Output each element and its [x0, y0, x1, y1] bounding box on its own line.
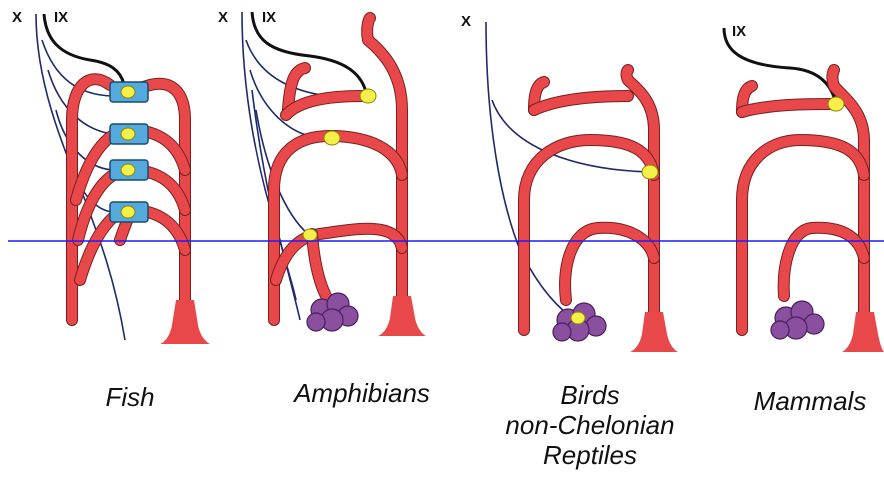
fish-panel: X IX: [12, 9, 210, 344]
mammals-caption: Mammals: [740, 386, 880, 416]
amphibian-heart: [378, 296, 426, 336]
bird-arteries: [524, 70, 654, 330]
caption-line: non-Chelonian: [480, 410, 700, 440]
fish-vagus-label: X: [12, 9, 22, 26]
fish-arteries: [72, 79, 185, 320]
amphibians-panel: X IX: [218, 9, 426, 336]
caption-line: Amphibians: [272, 378, 452, 408]
mammal-arteries: [742, 70, 864, 330]
amphibian-vagus-label: X: [218, 9, 228, 26]
birds-reptiles-caption: Birds non-Chelonian Reptiles: [480, 380, 700, 470]
bird-heart: [630, 312, 678, 352]
amphibian-receptor-dots: [303, 89, 376, 241]
fish-gills: [110, 82, 148, 222]
caption-line: Fish: [80, 382, 180, 412]
fish-glossopharyngeal-label: IX: [54, 9, 68, 26]
mammal-heart: [842, 312, 884, 352]
mammals-panel: IX: [724, 23, 884, 352]
caption-line: Mammals: [740, 386, 880, 416]
fish-receptor-dots: [121, 86, 135, 218]
bird-vagus-label: X: [461, 13, 471, 30]
amphibians-caption: Amphibians: [272, 378, 452, 408]
caption-line: Birds: [480, 380, 700, 410]
amphibian-glossopharyngeal-label: IX: [262, 9, 276, 26]
caption-line: Reptiles: [480, 440, 700, 470]
amphibian-lung: [307, 293, 358, 331]
mammal-receptor-dots: [828, 97, 844, 111]
birds-reptiles-panel: X: [461, 13, 678, 352]
mammal-lung: [771, 301, 824, 339]
fish-caption: Fish: [80, 382, 180, 412]
mammal-glossopharyngeal-label: IX: [732, 23, 746, 40]
fish-heart: [160, 300, 210, 344]
